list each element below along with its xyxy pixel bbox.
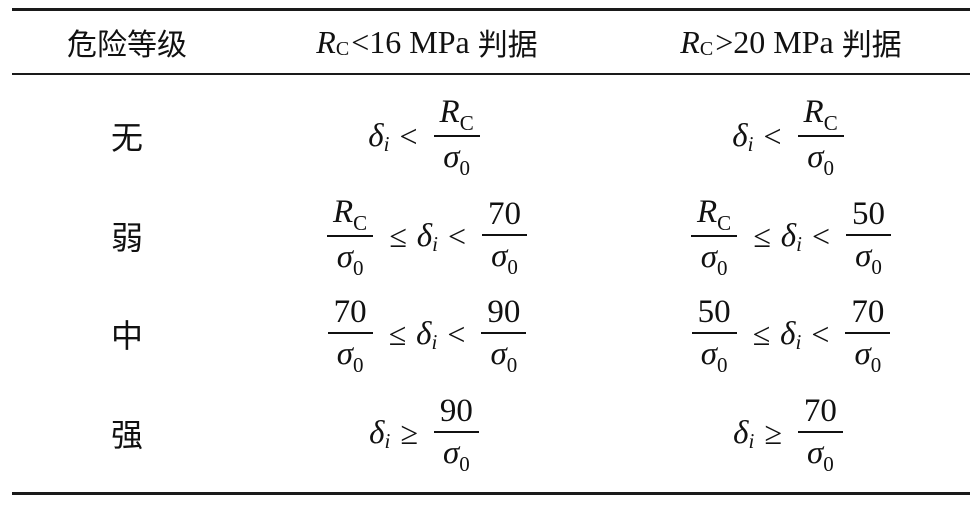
less-equal-sign: ≤ [753,217,771,254]
fraction-numerator: 50 [691,292,737,334]
fraction-numerator: RC [433,92,480,137]
fraction-denominator: σ0 [855,237,882,279]
table-top-rule [12,8,970,11]
fraction-numerator: 70 [797,391,843,433]
fraction-numerator: 70 [481,194,527,236]
header-col3-relation: >20 MPa [715,23,834,60]
less-than-sign: < [811,315,830,352]
fraction-denominator: σ0 [336,239,364,280]
header-col3-var: R [680,23,700,60]
fraction: 70 σ0 [797,391,843,476]
row-level-none: 无 [110,119,143,157]
header-level-label: 危险等级 [67,28,187,63]
fraction-numerator: RC [327,192,374,237]
delta-symbol: δ [733,414,749,451]
fraction-numerator: 90 [481,292,527,334]
delta-symbol: δ [416,315,432,352]
fraction-denominator: σ0 [806,434,834,476]
row-level-weak: 弱 [110,219,143,257]
less-than-sign: < [447,217,466,254]
fraction-numerator: 70 [327,292,373,334]
fraction: 90 σ0 [433,391,479,476]
fraction-denominator: σ0 [700,239,728,280]
fraction-denominator: σ0 [854,335,882,377]
fraction-numerator: RC [691,192,738,237]
less-than-sign: < [811,217,830,254]
less-equal-sign: ≤ [388,315,407,352]
fraction: 70 σ0 [327,292,373,377]
less-equal-sign: ≤ [752,315,771,352]
delta-symbol: δ [780,217,797,254]
header-col3-suffix: 判据 [841,28,902,63]
delta-subscript: i [748,428,755,453]
delta-subscript: i [431,329,438,354]
fraction-numerator: RC [797,92,844,137]
less-than-sign: < [399,117,418,154]
fraction: 90 σ0 [481,292,527,377]
fraction-denominator: σ0 [443,139,470,180]
delta-subscript: i [383,131,390,156]
fraction: 50 σ0 [845,194,891,279]
fraction: RC σ0 [433,92,480,180]
header-level: 危险等级 [12,16,242,68]
table-bottom-rule [12,492,970,495]
delta-subscript: i [747,131,754,156]
header-col2-var: R [316,23,336,60]
delta-symbol: δ [416,217,433,254]
fraction-numerator: 50 [845,194,891,236]
delta-symbol: δ [369,414,385,451]
delta-symbol: δ [780,315,796,352]
less-than-sign: < [763,117,782,154]
delta-subscript: i [796,231,802,256]
fraction-denominator: σ0 [807,139,834,180]
fraction: 70 σ0 [845,292,891,377]
fraction-denominator: σ0 [700,335,728,377]
fraction: RC σ0 [691,192,738,280]
fraction: 50 σ0 [691,292,737,377]
fraction-numerator: 70 [845,292,891,334]
less-equal-sign: ≤ [389,217,407,254]
greater-equal-sign: ≥ [400,414,418,451]
row-level-medium: 中 [110,317,143,355]
header-col2-relation: <16 MPa [351,23,470,60]
delta-subscript: i [795,329,802,354]
delta-symbol: δ [732,117,748,154]
fraction: 70 σ0 [481,194,527,279]
delta-subscript: i [384,428,391,453]
greater-equal-sign: ≥ [764,414,782,451]
fraction-numerator: 90 [433,391,479,433]
table-header-rule [12,73,970,75]
delta-subscript: i [432,231,438,256]
row-level-strong: 强 [110,416,143,454]
delta-symbol: δ [368,117,384,154]
fraction: RC σ0 [797,92,844,180]
fraction: RC σ0 [327,192,374,280]
fraction-denominator: σ0 [336,335,364,377]
fraction-denominator: σ0 [491,237,518,279]
header-col3-sub: C [699,37,714,60]
less-than-sign: < [447,315,466,352]
fraction-denominator: σ0 [490,335,518,377]
header-col2-suffix: 判据 [477,28,538,63]
fraction-denominator: σ0 [442,434,470,476]
header-col2-sub: C [335,37,350,60]
